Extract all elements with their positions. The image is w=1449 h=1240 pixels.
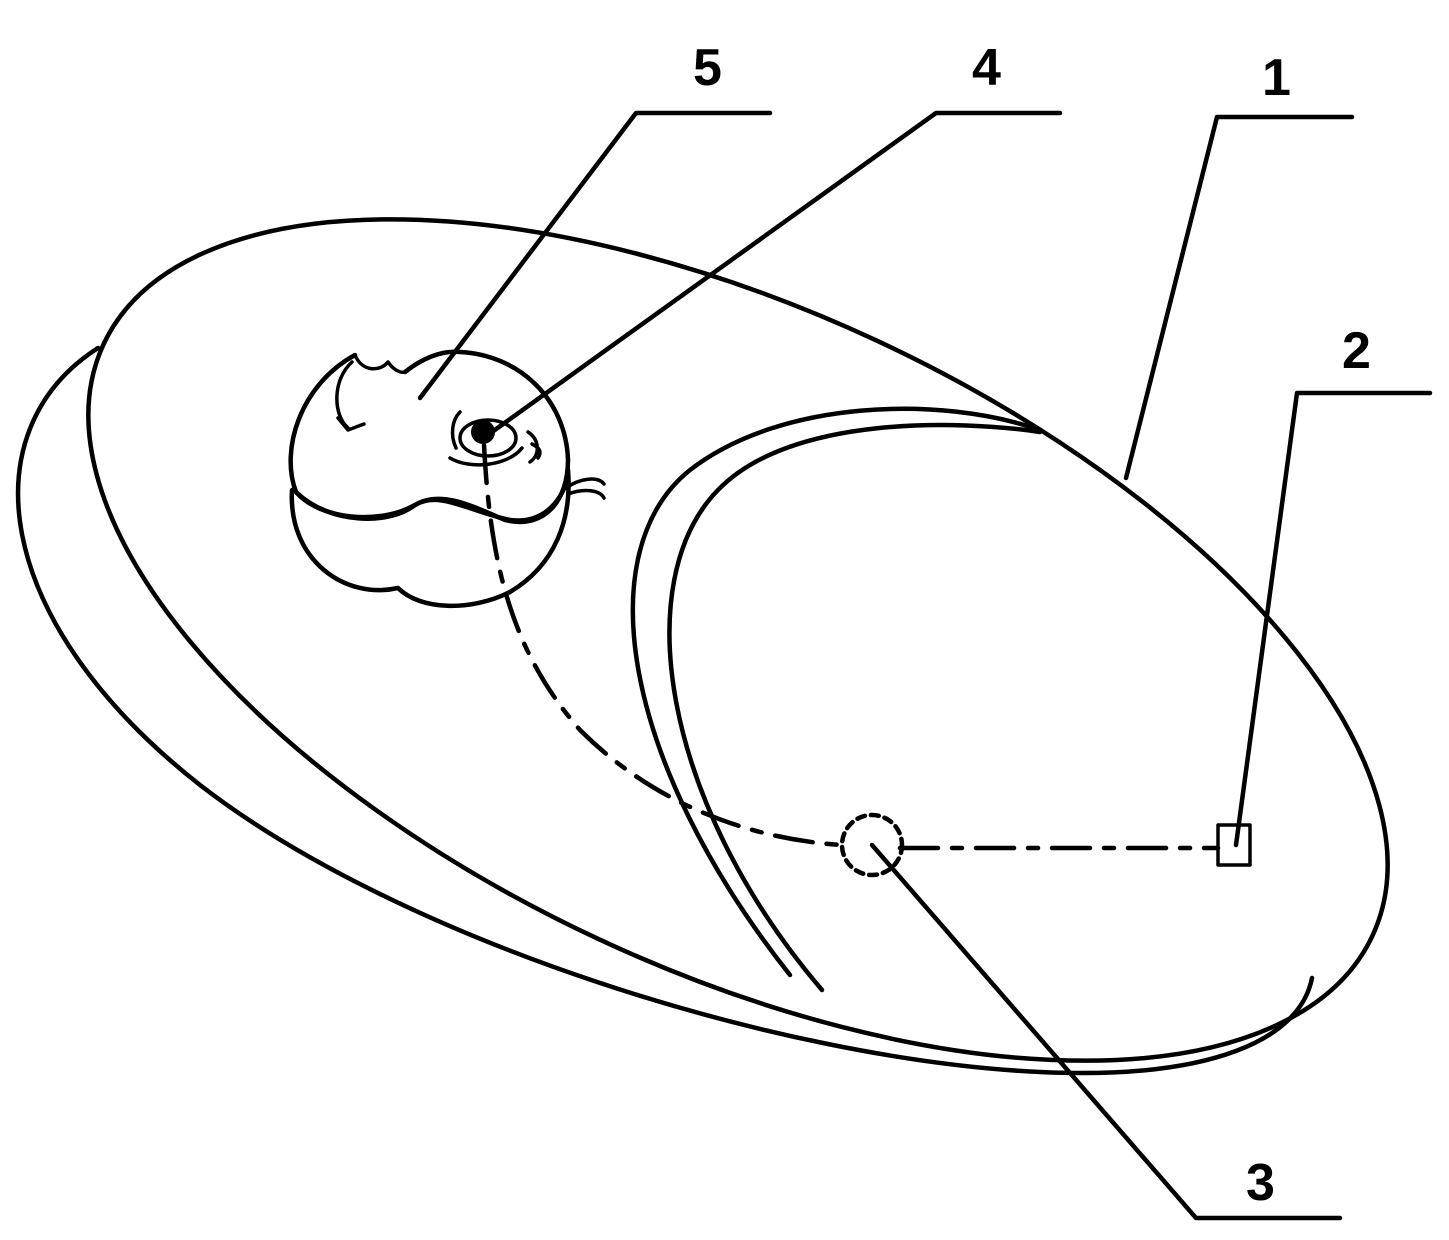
sensor-box	[1216, 823, 1252, 867]
inner-recess-outer-ring	[630, 406, 1043, 978]
eye-pupil	[471, 420, 495, 444]
leader-lines	[417, 110, 1433, 1221]
label-4: 4	[972, 39, 1001, 97]
dashed-connection	[481, 442, 845, 848]
label-5: 5	[693, 39, 722, 97]
inner-recess-inner-ring	[667, 422, 1043, 993]
label-3: 3	[1246, 1154, 1275, 1212]
label-1: 1	[1262, 49, 1291, 107]
base-rim	[15, 345, 1315, 1076]
main-surface-ellipse	[86, 217, 1390, 1063]
eye-icon	[458, 418, 518, 458]
sensor-circle	[839, 812, 905, 878]
head-component	[288, 349, 606, 608]
label-2: 2	[1342, 322, 1371, 380]
